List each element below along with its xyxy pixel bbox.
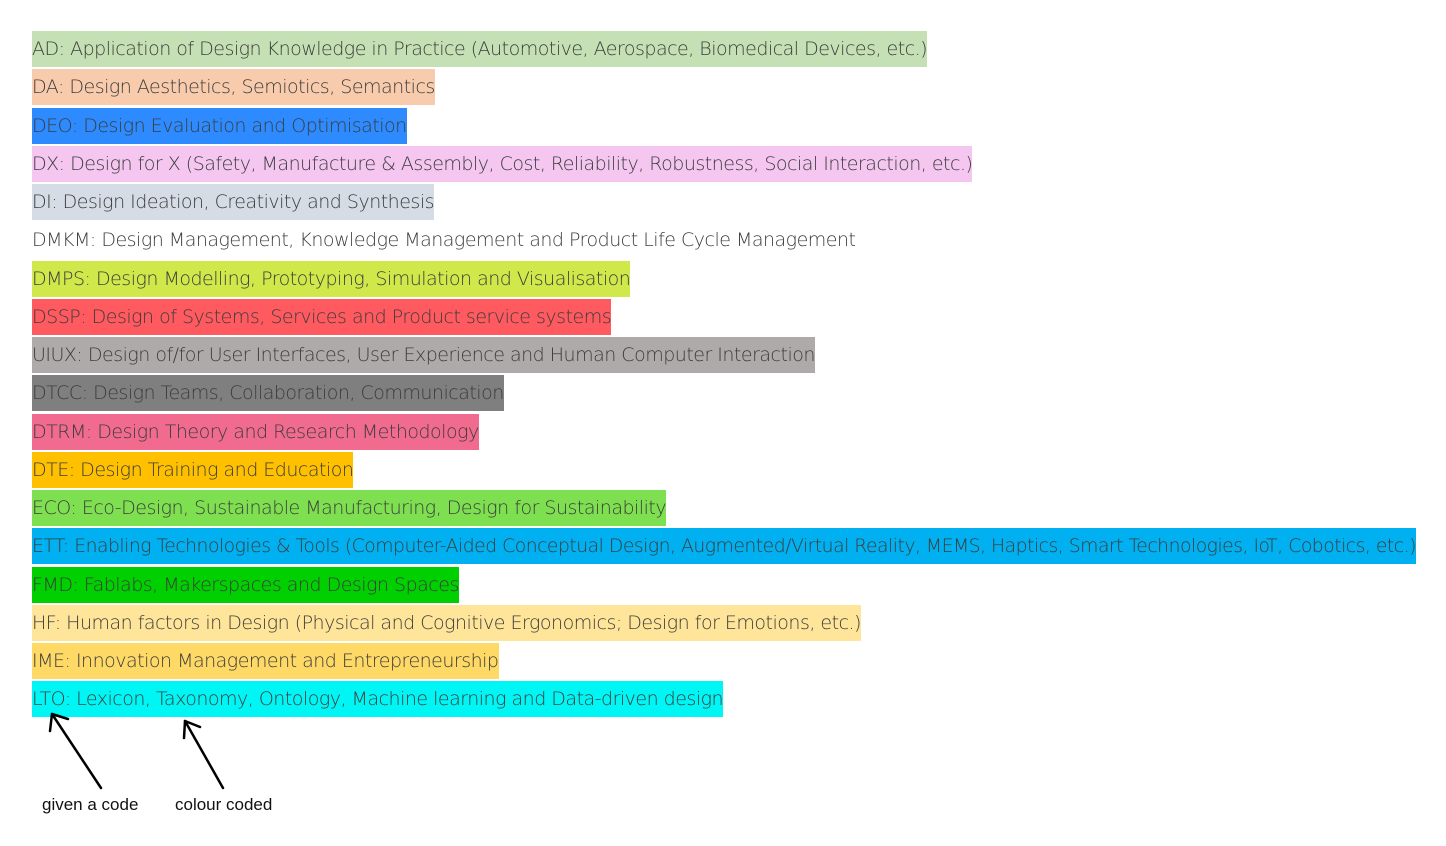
topic-da: DA: Design Aesthetics, Semiotics, Semant… xyxy=(32,69,435,106)
topic-dmps: DMPS: Design Modelling, Prototyping, Sim… xyxy=(32,260,631,297)
topic-dtrm: DTRM: Design Theory and Research Methodo… xyxy=(32,413,479,450)
topic-ime: IME: Innovation Management and Entrepren… xyxy=(32,643,499,679)
code-note: given a code xyxy=(42,795,139,814)
topic-dx: DX: Design for X (Safety, Manufacture & … xyxy=(32,145,973,182)
topic-lto: LTO: Lexicon, Taxonomy, Ontology, Machin… xyxy=(32,681,724,718)
topic-di: DI: Design Ideation, Creativity and Synt… xyxy=(32,184,435,220)
topic-fmd: FMD: Fablabs, Makerspaces and Design Spa… xyxy=(32,566,459,603)
topic-dssp: DSSP: Design of Systems, Services and Pr… xyxy=(32,298,612,335)
topic-eco: ECO: Eco-Design, Sustainable Manufacturi… xyxy=(32,490,667,526)
topic-dte: DTE: Design Training and Education xyxy=(32,451,354,488)
code-arrow-icon xyxy=(48,712,103,790)
topic-uiux: UIUX: Design of/for User Interfaces, Use… xyxy=(32,337,815,373)
topic-list: AD: Application of Design Knowledge in P… xyxy=(32,31,1433,720)
topic-dtcc: DTCC: Design Teams, Collaboration, Commu… xyxy=(32,375,504,412)
topic-dmkm: DMKM: Design Management, Knowledge Manag… xyxy=(32,222,856,259)
colour-arrow-icon xyxy=(182,719,225,790)
topic-hf: HF: Human factors in Design (Physical an… xyxy=(32,604,861,641)
topic-deo: DEO: Design Evaluation and Optimisation xyxy=(32,107,407,144)
colour-note: colour coded xyxy=(175,795,273,814)
topic-ad: AD: Application of Design Knowledge in P… xyxy=(32,31,928,67)
topic-ett: ETT: Enabling Technologies & Tools (Comp… xyxy=(32,528,1416,565)
